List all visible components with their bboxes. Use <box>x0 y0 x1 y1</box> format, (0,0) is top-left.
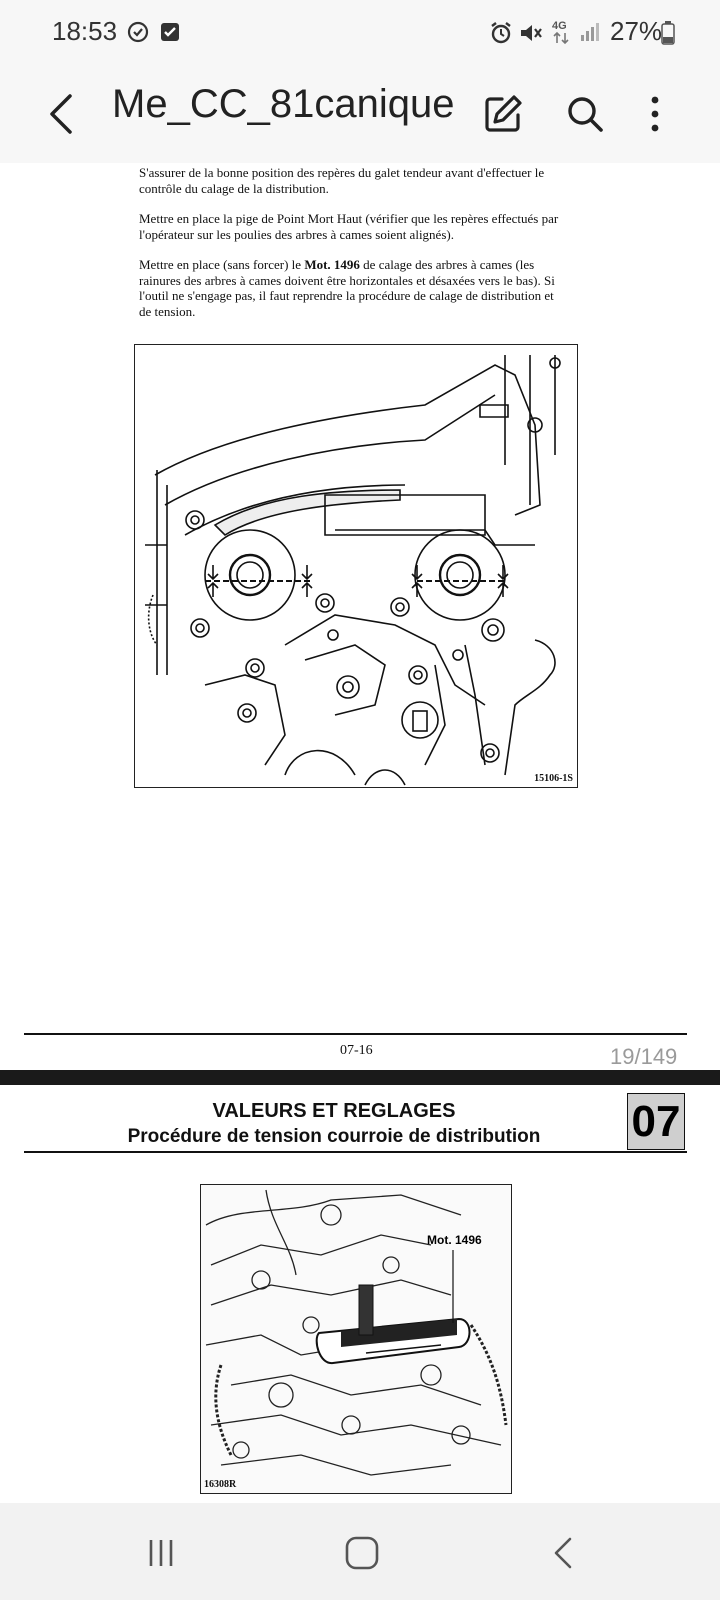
footer-rule <box>24 1033 687 1035</box>
recent-apps-button[interactable] <box>131 1525 191 1581</box>
header-rule <box>24 1151 687 1153</box>
battery-icon <box>660 20 676 51</box>
tool-label: Mot. 1496 <box>427 1233 482 1247</box>
tool-reference: Mot. 1496 <box>304 257 360 272</box>
alarm-icon <box>488 20 514 51</box>
document-viewer[interactable]: S'assurer de la bonne position des repèr… <box>0 163 720 1503</box>
section-subtitle: Procédure de tension courroie de distrib… <box>127 1126 541 1147</box>
page-code: 07-16 <box>340 1043 373 1058</box>
paragraph-3-text-before: Mettre en place (sans forcer) le <box>139 257 305 272</box>
home-button[interactable] <box>332 1525 392 1581</box>
page-counter: 19/149 <box>610 1044 678 1069</box>
search-icon <box>568 97 603 132</box>
section-number-badge: 07 <box>627 1093 685 1150</box>
battery-percentage: 27% <box>610 16 663 46</box>
engine-photo-drawing <box>201 1185 511 1493</box>
app-bar: Me_CC_81canique <box>0 66 720 164</box>
back-button[interactable] <box>42 84 82 144</box>
search-button[interactable] <box>560 84 610 144</box>
figure-2-reference: 16308R <box>204 1479 237 1490</box>
paragraph-3-text-after: de calage des arbres à cames (les rainur… <box>139 257 555 319</box>
status-bar: 18:53 4G 27% <box>0 0 720 66</box>
home-icon <box>345 1536 379 1570</box>
back-icon <box>50 94 72 134</box>
sync-icon <box>126 20 150 49</box>
navigation-bar <box>0 1503 720 1600</box>
page-separator <box>0 1070 720 1085</box>
section-title: VALEURS ET REGLAGES <box>212 1100 456 1122</box>
paragraph-2: Mettre en place la pige de Point Mort Ha… <box>139 211 559 242</box>
paragraph-1: S'assurer de la bonne position des repèr… <box>139 165 545 196</box>
edit-icon <box>485 95 522 132</box>
figure-reference: 15106-1S <box>534 773 573 784</box>
checkbox-notification-icon <box>158 20 182 49</box>
more-options-icon <box>651 96 659 132</box>
network-4g-label: 4G <box>552 20 567 32</box>
signal-icon <box>578 20 602 49</box>
document-title: Me_CC_81canique <box>112 82 455 126</box>
network-4g-icon: 4G <box>551 18 573 51</box>
mute-icon <box>518 20 544 51</box>
status-time: 18:53 <box>52 16 118 46</box>
engine-timing-diagram: 15106-1S <box>134 344 578 788</box>
recent-apps-icon <box>149 1540 173 1566</box>
timing-tool-photo: Mot. 1496 16308R <box>200 1184 512 1494</box>
back-nav-icon <box>554 1537 572 1569</box>
more-options-button[interactable] <box>630 84 680 144</box>
paragraph-3: Mettre en place (sans forcer) le Mot. 14… <box>139 257 559 319</box>
back-nav-button[interactable] <box>534 1525 594 1581</box>
engine-drawing <box>145 355 561 786</box>
edit-button[interactable] <box>478 84 528 144</box>
